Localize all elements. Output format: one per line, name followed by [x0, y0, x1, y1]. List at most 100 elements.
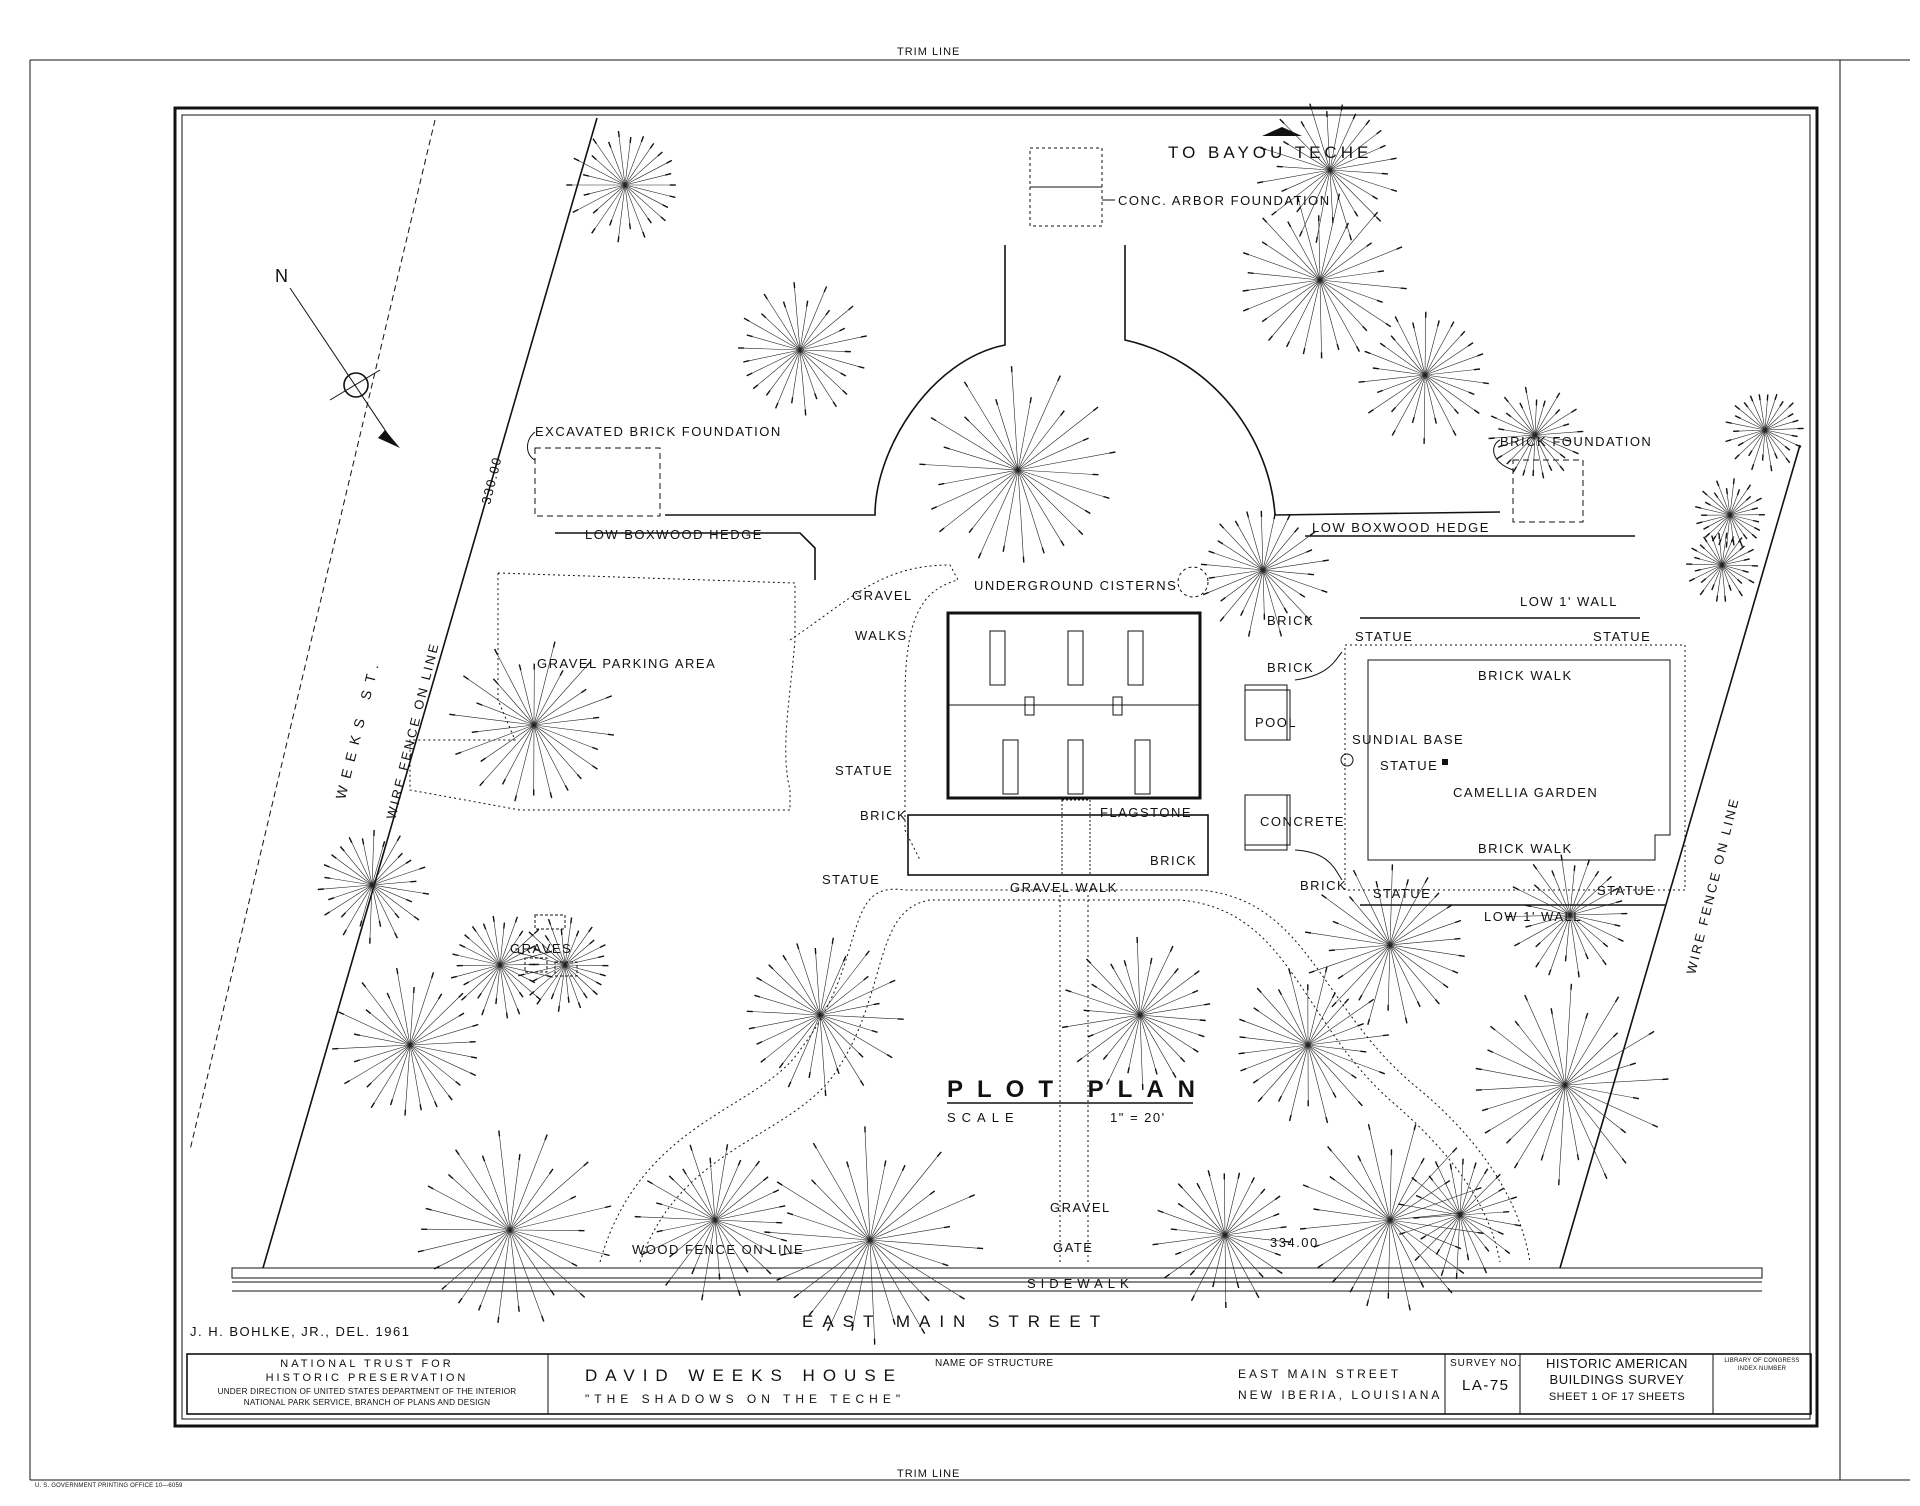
tree-23: [417, 1130, 612, 1323]
scale-value: 1" = 20': [1110, 1110, 1166, 1125]
boxwood-hedge: [555, 245, 1635, 580]
plot-plan-heading: PLOT PLAN: [947, 1076, 1209, 1103]
printer-note: U. S. GOVERNMENT PRINTING OFFICE 10—6059: [35, 1483, 183, 1489]
concrete-label: CONCRETE: [1260, 814, 1345, 829]
to-bayou-marker: TO BAYOU TECHE: [1168, 127, 1372, 162]
tree-19: [1238, 966, 1389, 1124]
loc-line1: LIBRARY OF CONGRESS: [1724, 1358, 1799, 1364]
north-arrow: N: [275, 266, 400, 448]
statue-left-label: STATUE: [835, 763, 893, 778]
camellia-garden: [1244, 617, 1686, 906]
tree-13: [317, 829, 430, 944]
wire-fence-right-label: WIRE FENCE ON LINE: [1683, 795, 1742, 975]
statue-front-label: STATUE: [822, 872, 880, 887]
tree-10: [919, 366, 1116, 563]
north-label: N: [275, 266, 290, 286]
brick-left-label: BRICK: [860, 808, 907, 823]
habs-line2: BUILDINGS SURVEY: [1550, 1372, 1685, 1387]
tree-1: [566, 130, 676, 243]
name-caption: NAME OF STRUCTURE: [935, 1358, 1054, 1369]
trim-line-top: TRIM LINE: [897, 46, 960, 58]
tree-7: [1725, 393, 1804, 472]
tree-11: [1200, 510, 1329, 637]
tree-22: [1505, 854, 1628, 978]
structure-name: DAVID WEEKS HOUSE: [585, 1366, 903, 1385]
hedge-right-label: LOW BOXWOOD HEDGE: [1312, 520, 1490, 535]
brick-foundation-label: BRICK FOUNDATION: [1500, 434, 1652, 449]
gravel-gate-label-2: GATE: [1053, 1240, 1093, 1255]
tree-15: [450, 915, 553, 1019]
brick-r3-label: BRICK: [1300, 878, 1347, 893]
gravel-walks-label-2: WALKS: [855, 628, 908, 643]
tree-26: [1152, 1170, 1292, 1309]
scale-label: SCALE: [947, 1110, 1020, 1125]
tree-group: [317, 103, 1804, 1345]
tree-4: [1242, 193, 1407, 359]
house-roof-plan: [907, 611, 1291, 876]
gravel-walks-label-1: GRAVEL: [852, 588, 913, 603]
wire-fence-left-label: WIRE FENCE ON LINE: [383, 640, 442, 820]
org-line3: UNDER DIRECTION OF UNITED STATES DEPARTM…: [218, 1387, 517, 1396]
parking-label: GRAVEL PARKING AREA: [537, 656, 716, 671]
brick-front-label: BRICK: [1150, 853, 1197, 868]
hedge-left-label: LOW BOXWOOD HEDGE: [585, 527, 763, 542]
brick-walk-top-label: BRICK WALK: [1478, 668, 1573, 683]
flagstone-label: FLAGSTONE: [1100, 805, 1192, 820]
tree-20: [1304, 864, 1465, 1025]
property-lines: [189, 117, 1801, 1292]
wood-fence-label: WOOD FENCE ON LINE: [632, 1242, 804, 1257]
tree-8: [1695, 478, 1765, 548]
org-line2: HISTORIC PRESERVATION: [266, 1372, 469, 1384]
cisterns: UNDERGROUND CISTERNS: [974, 566, 1209, 598]
drawing-border: [173, 106, 1819, 1428]
tree-17: [746, 937, 904, 1097]
loc-line2: INDEX NUMBER: [1738, 1366, 1787, 1372]
tree-5: [1358, 311, 1489, 444]
sundial-label: SUNDIAL BASE: [1352, 732, 1464, 747]
pool-label: POOL: [1255, 715, 1297, 730]
tree-14: [332, 967, 479, 1116]
trim-lines: TRIM LINE TRIM LINE U. S. GOVERNMENT PRI…: [29, 46, 1910, 1489]
gravel-gate-label-1: GRAVEL: [1050, 1200, 1111, 1215]
org-line1: NATIONAL TRUST FOR: [280, 1358, 453, 1370]
brick-r2-label: BRICK: [1267, 660, 1314, 675]
structure-nickname: "THE SHADOWS ON THE TECHE": [585, 1392, 905, 1406]
statue-center-label: STATUE: [1380, 758, 1438, 773]
survey-number: LA-75: [1462, 1377, 1510, 1394]
tree-12: [449, 641, 614, 802]
east-main-street-label: EAST MAIN STREET: [802, 1312, 1109, 1331]
survey-caption: SURVEY NO.: [1450, 1358, 1521, 1369]
tree-2: [738, 282, 867, 416]
low-wall-bottom-label: LOW 1' WALL: [1484, 909, 1582, 924]
tree-18: [1061, 936, 1211, 1090]
delineator-label: J. H. BOHLKE, JR., DEL. 1961: [190, 1324, 410, 1339]
graves-label: GRAVES: [510, 941, 572, 956]
statue-g2-label: STATUE: [1593, 629, 1651, 644]
excavated-label: EXCAVATED BRICK FOUNDATION: [535, 424, 782, 439]
gravel-walk-label: GRAVEL WALK: [1010, 880, 1118, 895]
weeks-st-label: WEEKS ST.: [332, 655, 383, 801]
arbor-label: CONC. ARBOR FOUNDATION: [1118, 193, 1331, 208]
brick-r1-label: BRICK: [1267, 613, 1314, 628]
org-line4: NATIONAL PARK SERVICE, BRANCH OF PLANS A…: [244, 1398, 491, 1407]
tree-24: [634, 1144, 788, 1301]
address-line1: EAST MAIN STREET: [1238, 1367, 1401, 1381]
tree-3: [1257, 103, 1398, 243]
address-line2: NEW IBERIA, LOUISIANA: [1238, 1388, 1442, 1402]
statue-g1-label: STATUE: [1355, 629, 1413, 644]
tree-28: [1398, 1158, 1521, 1279]
tree-25: [764, 1126, 984, 1345]
to-bayou-label: TO BAYOU TECHE: [1168, 143, 1372, 162]
title-block: NATIONAL TRUST FOR HISTORIC PRESERVATION…: [186, 1353, 1812, 1415]
gravel-areas: [409, 564, 1531, 1265]
camellia-label: CAMELLIA GARDEN: [1453, 785, 1598, 800]
low-wall-top-label: LOW 1' WALL: [1520, 594, 1618, 609]
trim-line-bottom: TRIM LINE: [897, 1468, 960, 1480]
plot-plan-title: PLOT PLAN SCALE 1" = 20': [947, 1076, 1209, 1125]
habs-line1: HISTORIC AMERICAN: [1546, 1356, 1688, 1371]
tree-21: [1475, 983, 1669, 1186]
dim-334: 334.00: [1270, 1235, 1319, 1250]
sheet-number: SHEET 1 OF 17 SHEETS: [1549, 1391, 1685, 1403]
dim-330: 330.00: [478, 455, 504, 506]
foundations: EXCAVATED BRICK FOUNDATION BRICK FOUNDAT…: [527, 424, 1652, 523]
